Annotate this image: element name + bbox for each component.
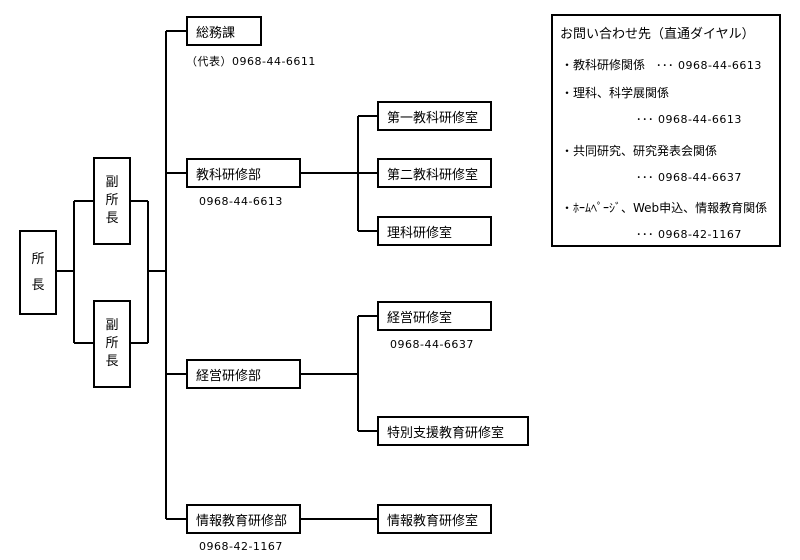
general-affairs-box: 総務課 [186,16,262,46]
general-affairs-phone: （代表）0968-44-6611 [186,55,316,68]
management-room-phone: 0968-44-6637 [390,338,474,351]
director-box: 所 長 [19,230,57,315]
management-training-dept-box: 経営研修部 [186,359,301,389]
vice-director-char: 副 [105,318,119,333]
info-education-room-box: 情報教育研修室 [377,504,492,534]
management-room-box: 経営研修室 [377,301,492,331]
subject-training-dept-phone: 0968-44-6613 [199,195,283,208]
vice-director-char: 副 [105,175,119,190]
director-char: 長 [31,277,45,293]
subject-training-dept-box: 教科研修部 [186,158,301,188]
contact-item-label: ・教科研修関係 [561,58,646,72]
vice-director-box-2: 副 所 長 [93,300,131,388]
science-room-box: 理科研修室 [377,216,492,246]
vice-director-char: 所 [105,193,119,208]
contact-item-label: ・ﾎｰﾑﾍﾟｰｼﾞ、Web申込、情報教育関係 [561,201,768,215]
subject-2-room-box: 第二教科研修室 [377,158,492,188]
special-support-room-box: 特別支援教育研修室 [377,416,529,446]
subject-1-room-box: 第一教科研修室 [377,101,492,131]
vice-director-char: 所 [105,336,119,351]
contact-item-label: ・共同研究、研究発表会関係 [561,144,718,158]
contact-title: お問い合わせ先（直通ダイヤル） [560,27,755,42]
info-education-training-dept-phone: 0968-42-1167 [199,540,283,553]
vice-director-box-1: 副 所 長 [93,157,131,245]
contact-item-number: ･･･ 0968-44-6613 [656,59,762,72]
director-char: 所 [31,251,45,267]
vice-director-char: 長 [105,211,119,226]
contact-info-box: お問い合わせ先（直通ダイヤル） ・教科研修関係 ･･･ 0968-44-6613… [551,14,781,247]
contact-item-number: ･･･ 0968-44-6637 [636,171,742,184]
info-education-training-dept-box: 情報教育研修部 [186,504,301,534]
contact-item-number: ･･･ 0968-44-6613 [636,113,742,126]
contact-item-number: ･･･ 0968-42-1167 [636,228,742,241]
contact-item-label: ・理科、科学展関係 [561,86,670,100]
vice-director-char: 長 [105,354,119,369]
